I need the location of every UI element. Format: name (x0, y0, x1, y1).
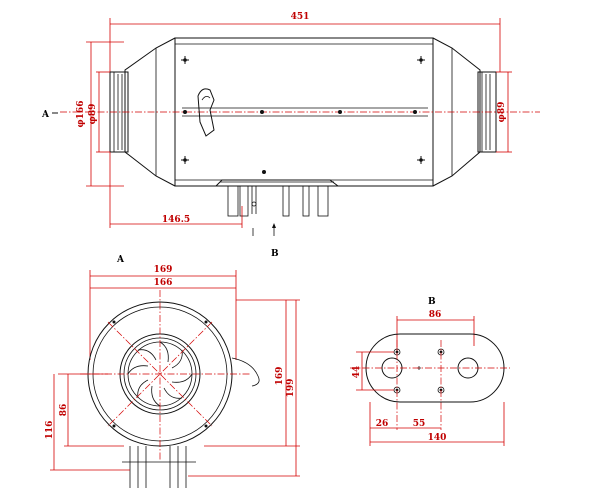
dim-b-spacing: 55 (413, 419, 426, 429)
dim-a-left-2: 86 (59, 404, 69, 417)
dim-a-height-2: 199 (286, 379, 296, 398)
dim-overall-length: 451 (291, 12, 310, 22)
view-marker-b: B (271, 249, 279, 259)
dim-outlet-dia: φ89 (497, 102, 507, 123)
view-b: B 86 44 26 55 140 (350, 297, 510, 446)
dim-b-top: 86 (429, 310, 442, 320)
dim-b-total: 140 (428, 433, 447, 443)
view-a-label: A (116, 255, 125, 265)
side-view: 451 (41, 12, 540, 259)
dim-inlet-dia: φ166 (76, 101, 86, 128)
view-marker-a: A (41, 110, 50, 120)
dim-a-left-1: 116 (45, 421, 55, 440)
dim-inlet-dia2: φ89 (88, 104, 98, 125)
view-b-label: B (428, 297, 436, 307)
view-a: A 169 166 (45, 255, 300, 488)
dim-offset-left: 146.5 (162, 215, 190, 225)
dim-b-offset: 26 (376, 419, 389, 429)
dim-b-height: 44 (352, 366, 362, 379)
dim-a-width-inner: 166 (154, 278, 173, 288)
dim-a-height-1: 169 (275, 367, 285, 386)
dim-a-width-outer: 169 (154, 265, 173, 275)
